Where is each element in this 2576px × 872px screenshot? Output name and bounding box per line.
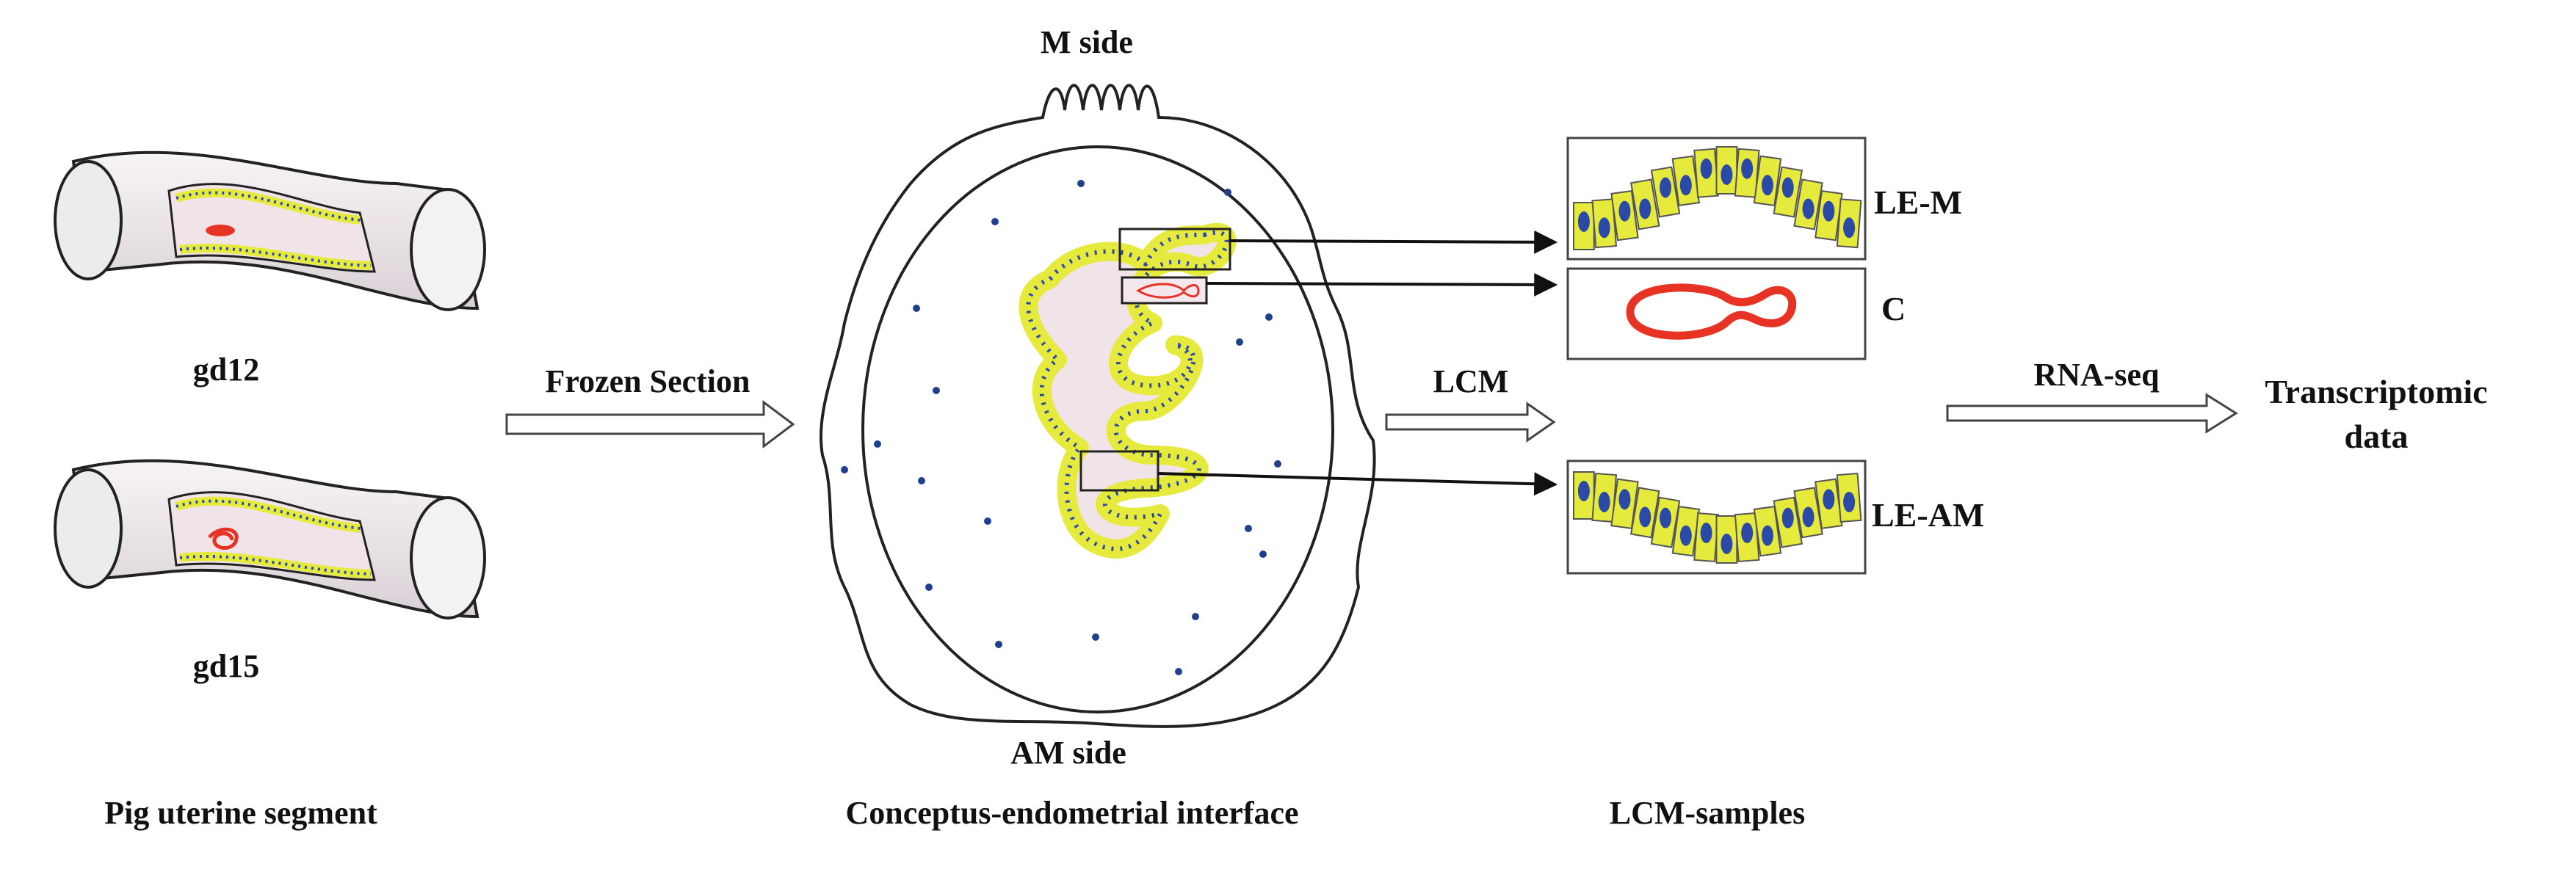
cell-nucleus [1843,491,1856,512]
stroma-cell-dot [1265,313,1273,321]
uterine-segment-gd12 [54,150,486,311]
label-m-side: M side [1041,24,1133,60]
sample-label-c: C [1881,290,1906,327]
cell-nucleus [1598,491,1610,512]
cell-nucleus [1761,525,1773,546]
stroma-cell-dot [1274,460,1281,468]
cell-nucleus [1639,198,1651,219]
stroma-cell-dot [1224,189,1231,196]
cell-nucleus [1823,489,1835,510]
stroma-cell-dot [1192,613,1199,620]
cell-nucleus [1577,211,1590,232]
cell-nucleus [1618,489,1631,510]
cell-nucleus [1679,525,1692,546]
step-label-rna-seq: RNA-seq [2033,357,2160,393]
label-gd12: gd12 [193,352,259,388]
luminal-epithelium-fold [1019,222,1237,559]
cell-nucleus [1721,534,1733,554]
cell-nucleus [1639,506,1651,528]
cell-nucleus [1741,158,1754,179]
stroma-cell-dot [913,305,920,312]
cell-nucleus [1679,175,1692,196]
cell-nucleus [1781,507,1794,528]
output-label-line2: data [2345,418,2409,455]
lcm-box-le-m [1118,228,1231,271]
column-label-interface: Conceptus-endometrial interface [845,795,1298,831]
step-label-lcm: LCM [1433,363,1509,399]
stroma-cell-dot [918,477,925,484]
interface-section [819,84,1376,728]
epithelial-cell [1715,515,1738,564]
sample-label-le-m: LE-M [1874,184,1962,221]
label-gd15: gd15 [193,648,259,684]
step-label-frozen-section: Frozen Section [545,363,750,399]
cell-nucleus [1802,198,1815,219]
sample-c [1566,267,1867,360]
arrow-to-c [1206,272,1558,297]
stroma-cell-dot [1259,551,1267,558]
cell-nucleus [1598,217,1610,239]
cell-nucleus [1802,506,1815,528]
conceptus-outline-small [1136,283,1200,299]
stroma-cell-dot [925,584,933,591]
stroma-cell-dot [933,387,940,394]
sample-le-m [1566,137,1867,261]
stroma-cell-dot [1077,180,1085,187]
cell-nucleus [1660,507,1672,528]
lcm-box-conceptus [1121,276,1208,305]
uterine-segment-gd15 [54,459,486,620]
column-label-samples: LCM-samples [1610,795,1805,831]
arrow-frozen-section [505,400,795,448]
stroma-cell-dot [984,517,991,525]
stroma-cells [841,180,1281,675]
cell-nucleus [1618,200,1631,222]
stroma-cell-dot [874,440,881,448]
stroma-cell-dot [1092,633,1099,641]
cell-nucleus [1761,175,1773,196]
stroma-cell-dot [1245,525,1252,532]
sample-le-am [1566,459,1867,575]
cell-nucleus [1843,217,1856,239]
cell-nucleus [1700,523,1712,544]
output-label-line1: Transcriptomic [2265,373,2487,410]
stroma-cell-dot [1175,668,1182,675]
stroma-cell-dot [841,466,848,473]
cell-nucleus [1660,177,1672,198]
cell-nucleus [1823,200,1835,222]
arrow-to-le-am [1157,472,1558,496]
cell-nucleus [1700,158,1712,179]
stroma-cell-dot [991,218,999,225]
cell-nucleus [1741,523,1754,544]
cell-nucleus [1781,177,1794,198]
cell-nucleus [1721,164,1733,185]
label-am-side: AM side [1010,735,1126,771]
arrow-to-le-m [1229,230,1558,254]
arrow-rna-seq [1946,393,2238,434]
column-label-uterus: Pig uterine segment [104,795,377,831]
conceptus-icon-gd15 [208,527,239,550]
sample-label-le-am: LE-AM [1872,496,1984,534]
conceptus-sample-icon [1626,283,1797,340]
stroma-cell-dot [995,641,1002,648]
cell-nucleus [1577,481,1590,501]
lcm-box-le-am [1079,450,1159,492]
conceptus-icon-gd12 [206,225,235,236]
stroma-cell-dot [1236,338,1243,346]
arrow-lcm [1385,402,1556,443]
